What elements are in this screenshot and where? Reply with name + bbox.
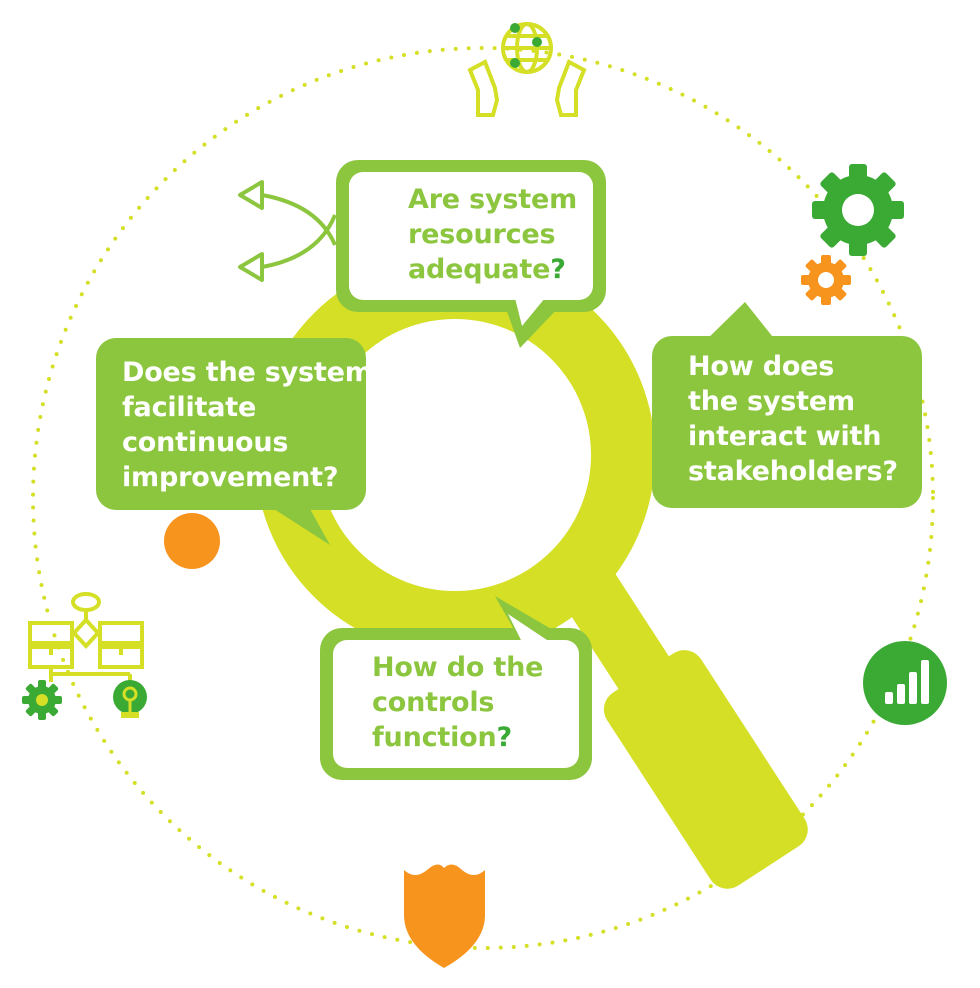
bubble-right-line-3: interact with [688, 421, 882, 452]
flowchart-gear-icon [22, 680, 62, 720]
bubble-bottom [320, 596, 592, 780]
question-mark: ? [322, 462, 339, 493]
question-mark: ? [882, 456, 898, 487]
bubble-right [652, 302, 922, 508]
bubble-left [96, 338, 366, 545]
bubble-top-line-1: Are system [408, 184, 578, 215]
question-mark: ? [550, 254, 566, 285]
bubble-right-line-4: stakeholders? [688, 454, 898, 489]
dotted-orbit [31, 46, 935, 950]
bubble-top-line-2: resources [408, 219, 556, 250]
globe-hands-icon [467, 22, 587, 117]
bubble-bottom-line-2: controls [372, 687, 495, 718]
bubble-left-line-2: facilitate [122, 392, 257, 423]
magnifier-handle [603, 650, 808, 889]
flowchart-bulb-icon [113, 680, 147, 718]
bubble-left-line-4: improvement? [122, 460, 373, 495]
bubble-right-text: How does the system interact with stakeh… [688, 349, 898, 489]
bubble-left-line-1: Does the system [122, 357, 373, 388]
globe-dot [532, 37, 542, 47]
bubble-bottom-text: How do the controls function? [372, 650, 543, 755]
bubble-left-text: Does the system facilitate continuous im… [122, 355, 373, 495]
orange-dot-icon [164, 513, 220, 569]
branch-arrows-icon [238, 180, 337, 282]
question-mark: ? [496, 722, 513, 753]
bar-chart-icon [863, 641, 947, 725]
bubble-bottom-line-3: function? [372, 720, 543, 755]
gear-icon [812, 164, 904, 256]
globe-dot [510, 23, 520, 33]
bubble-top-text: Are system resources adequate? [408, 182, 577, 287]
bubble-left-line-4-text: improvement [122, 462, 323, 493]
bubble-top-line-3: adequate? [408, 252, 577, 287]
bubble-bottom-line-1: How do the [372, 652, 544, 683]
bubble-left-line-3: continuous [122, 427, 289, 458]
bubble-right-line-1: How does [688, 351, 835, 382]
bubble-top [336, 160, 606, 348]
small-gear-icon [801, 255, 851, 305]
bubble-bottom-line-3-text: function [372, 722, 497, 753]
flowchart-icon [28, 592, 144, 683]
bubble-top-line-3-text: adequate [408, 254, 551, 285]
bubble-right-line-4-text: stakeholders [688, 456, 883, 487]
globe-dot [510, 58, 520, 68]
bubble-right-line-2: the system [688, 386, 855, 417]
shield-icon [404, 864, 485, 968]
